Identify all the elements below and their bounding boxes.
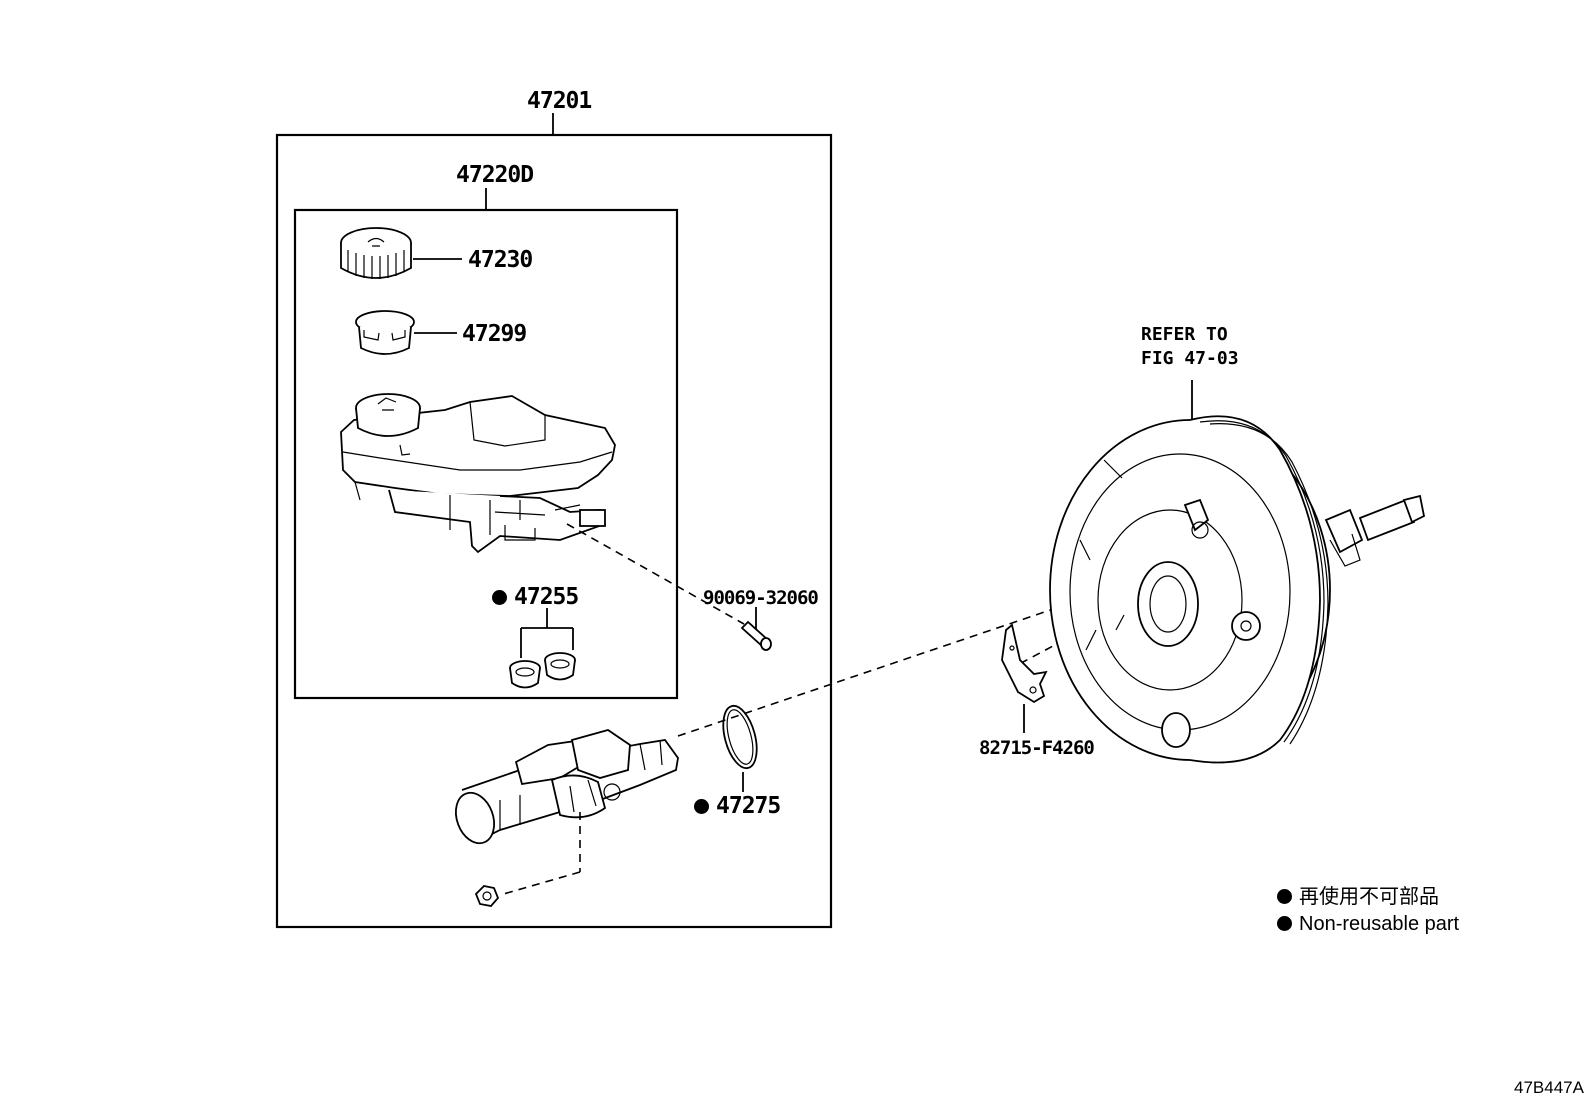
legend-english-text: Non-reusable part [1299, 913, 1460, 935]
reservoir-part-number: 47220D [456, 162, 534, 188]
strainer-icon [355, 310, 415, 355]
reference-line-1: REFER TO [1141, 324, 1228, 345]
pin-icon [740, 620, 772, 651]
brake-booster-icon [1049, 415, 1331, 764]
non-reusable-marker-icon [694, 799, 709, 814]
push-rod-icon [1324, 494, 1426, 567]
nut-dashed-guide [499, 871, 581, 896]
reservoir-filler-neck-icon [355, 393, 421, 456]
non-reusable-marker-icon [1277, 916, 1292, 931]
assembly-47201-frame [275, 133, 833, 929]
o-ring-label: 47275 [694, 793, 781, 819]
figure-code: 47B447A [1514, 1078, 1584, 1097]
plate-icon [1001, 623, 1048, 704]
non-reusable-marker-icon [1277, 889, 1292, 904]
reference-line-2: FIG 47-03 [1141, 348, 1239, 369]
grommet-leader [520, 608, 574, 658]
nut-icon [474, 885, 500, 907]
legend-japanese-text: 再使用不可部品 [1299, 886, 1439, 908]
pin-dashed-guide [566, 523, 745, 625]
grommet-part-number: 47255 [514, 584, 579, 610]
cap-part-number: 47230 [468, 247, 533, 273]
assembly-part-number: 47201 [527, 88, 592, 114]
o-ring-part-number: 47275 [716, 793, 781, 819]
grommet-icon [509, 652, 576, 689]
non-reusable-marker-icon [492, 590, 507, 605]
pin-part-number: 90069-32060 [703, 587, 819, 609]
grommet-label: 47255 [492, 584, 579, 610]
legend-japanese: 再使用不可部品 [1277, 887, 1439, 907]
legend-english: Non-reusable part [1277, 914, 1459, 934]
o-ring-icon [722, 704, 758, 770]
master-cylinder-icon [454, 729, 679, 845]
plate-part-number: 82715-F4260 [979, 737, 1095, 759]
strainer-part-number: 47299 [462, 321, 527, 347]
reservoir-cap-icon [340, 227, 412, 279]
